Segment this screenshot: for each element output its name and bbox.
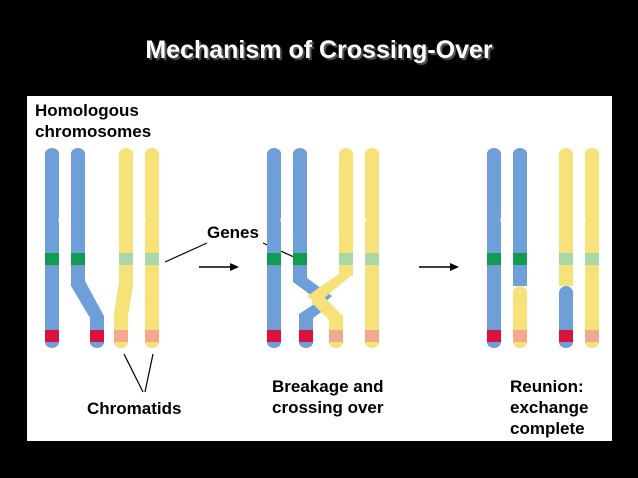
gene-marker-green xyxy=(71,253,85,265)
gene-marker-red xyxy=(267,330,281,342)
stage-homologous-chromosomes xyxy=(45,148,159,348)
gene-marker-salmon xyxy=(114,330,128,342)
genes-pointer-line xyxy=(164,242,208,263)
gene-marker-salmon xyxy=(513,330,527,342)
gene-marker-green xyxy=(45,253,59,265)
stage-breakage-crossing-over xyxy=(267,148,379,348)
gene-marker-light-green xyxy=(365,253,379,265)
gene-marker-green xyxy=(293,253,307,265)
yellow-chromosome-stage2 xyxy=(307,148,379,348)
gene-marker-red xyxy=(487,330,501,342)
gene-marker-salmon xyxy=(585,330,599,342)
homologous-chromosomes-label: Homologous chromosomes xyxy=(35,101,152,141)
gene-marker-red xyxy=(559,330,573,342)
gene-marker-red xyxy=(299,330,313,342)
gene-marker-light-green xyxy=(119,253,133,265)
blue-chromosome-stage3 xyxy=(487,148,527,348)
gene-marker-green xyxy=(487,253,501,265)
gene-marker-light-green xyxy=(339,253,353,265)
gene-marker-red xyxy=(90,330,104,342)
yellow-chromosome-stage3 xyxy=(559,148,599,348)
crossing-over-diagram xyxy=(45,148,599,393)
gene-marker-green xyxy=(267,253,281,265)
gene-marker-salmon xyxy=(329,330,343,342)
blue-chromosome-stage2 xyxy=(267,148,332,348)
blue-chromosome-stage1 xyxy=(45,148,104,348)
gene-marker-light-green xyxy=(585,253,599,265)
gene-marker-salmon xyxy=(365,330,379,342)
yellow-chromosome-stage1 xyxy=(114,148,159,348)
gene-marker-light-green xyxy=(145,253,159,265)
chromatids-pointer-line xyxy=(144,353,154,393)
chromatids-pointer-line xyxy=(123,353,144,393)
genes-label: Genes xyxy=(207,223,259,242)
arrow-icon xyxy=(419,263,459,271)
gene-marker-light-green xyxy=(559,253,573,265)
arrow-icon xyxy=(199,263,239,271)
gene-marker-green xyxy=(513,253,527,265)
slide-title: Mechanism of Crossing-Over xyxy=(145,36,493,64)
chromatids-label: Chromatids xyxy=(87,399,182,418)
gene-marker-salmon xyxy=(145,330,159,342)
reunion-exchange-complete-label: Reunion: exchange complete xyxy=(510,377,589,438)
diagram-panel: Homologous chromosomes Genes Chromatids … xyxy=(27,96,612,441)
breakage-crossing-over-label: Breakage and crossing over xyxy=(272,377,384,417)
stage-reunion xyxy=(487,148,599,348)
gene-marker-red xyxy=(45,330,59,342)
